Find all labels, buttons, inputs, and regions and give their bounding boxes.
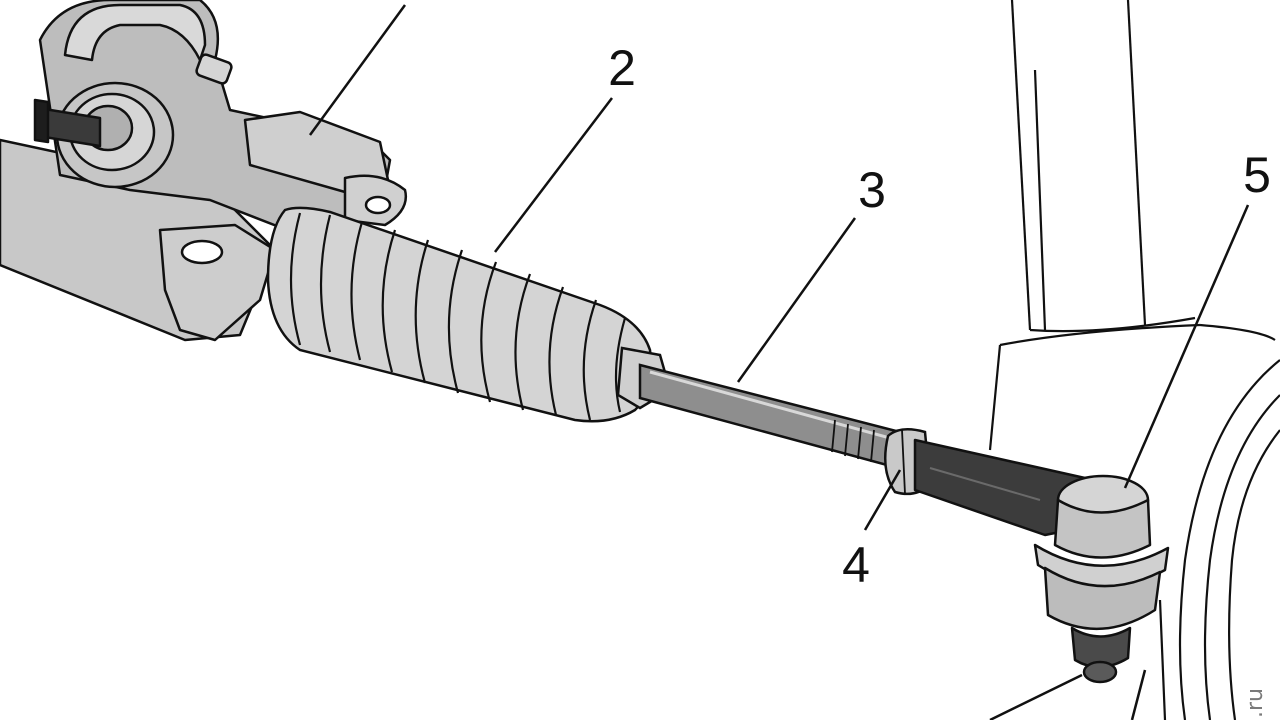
callout-2-leader (494, 97, 613, 253)
watermark-text: .ru (1243, 688, 1268, 718)
wheel-rim-outline (1158, 359, 1280, 721)
lower-leader-left (989, 673, 1083, 722)
rack-boot-bellows (266, 206, 653, 423)
callout-3-label: 3 (858, 162, 886, 218)
callout-4-label: 4 (842, 537, 870, 593)
wheel-strut-outline (988, 0, 1276, 451)
lower-leader-right (1130, 669, 1147, 721)
callout-5-leader (1123, 204, 1250, 489)
callout-5-label: 5 (1243, 147, 1271, 203)
rack-housing (0, 0, 408, 342)
callout-1-leader (308, 4, 407, 136)
callout-4-leader (863, 469, 902, 531)
inner-tie-rod (616, 346, 902, 470)
callout-3-leader (736, 217, 857, 383)
callout-2-label: 2 (608, 40, 636, 96)
boot-ridges (289, 212, 627, 421)
